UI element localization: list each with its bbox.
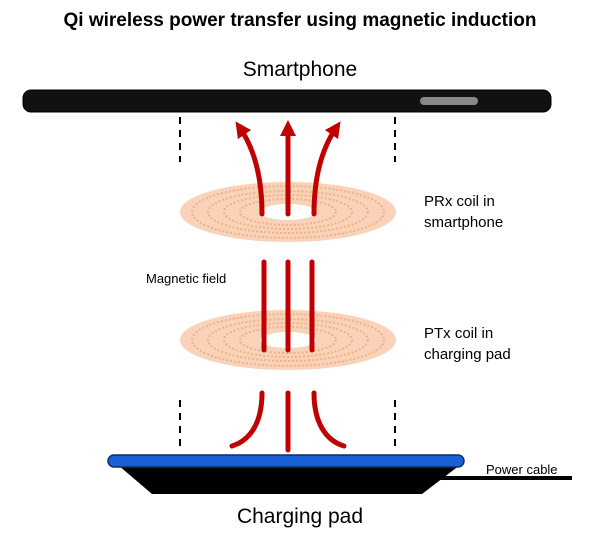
phone-port bbox=[420, 97, 478, 105]
smartphone bbox=[22, 89, 552, 113]
field-arrow-top-left bbox=[235, 121, 265, 217]
magnetic-field-arrows bbox=[229, 119, 347, 453]
ptx-coil-label-line2: charging pad bbox=[424, 346, 511, 363]
dashed-guides-bottom bbox=[179, 400, 396, 450]
prx-coil-label: PRx coil in smartphone bbox=[424, 191, 503, 233]
diagram-title: Qi wireless power transfer using magneti… bbox=[63, 10, 537, 31]
field-line-bottom-right bbox=[311, 390, 347, 449]
field-line-bottom-left bbox=[229, 390, 265, 449]
smartphone-label: Smartphone bbox=[242, 58, 358, 81]
magnetic-field-label: Magnetic field bbox=[146, 271, 227, 286]
charging-pad bbox=[107, 454, 465, 494]
prx-coil-label-line1: PRx coil in bbox=[424, 193, 495, 210]
prx-coil-label-line2: smartphone bbox=[424, 214, 504, 231]
power-cable-label: Power cable bbox=[486, 462, 558, 477]
charging-pad-label: Charging pad bbox=[236, 505, 364, 528]
ptx-coil-label-line1: PTx coil in bbox=[424, 325, 494, 342]
field-arrow-top-right bbox=[311, 121, 341, 217]
ptx-coil-label: PTx coil in charging pad bbox=[424, 323, 511, 365]
